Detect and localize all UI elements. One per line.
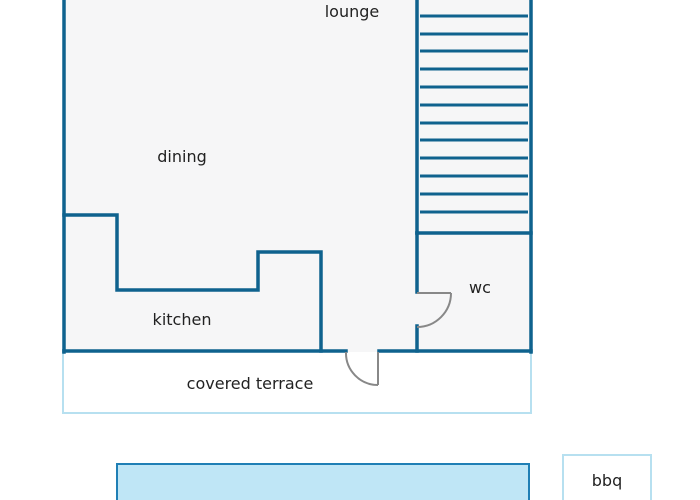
label-dining: dining <box>157 147 206 166</box>
terrace-door[interactable] <box>344 351 379 386</box>
label-lounge: lounge <box>325 2 380 21</box>
label-bbq: bbq <box>592 471 622 490</box>
pool <box>116 463 530 500</box>
label-kitchen: kitchen <box>153 310 212 329</box>
kitchen-counter <box>62 213 323 353</box>
covered-terrace-area <box>62 349 532 414</box>
wc-door[interactable] <box>416 292 452 328</box>
walls <box>62 0 533 354</box>
staircase <box>420 14 528 214</box>
label-covered-terrace: covered terrace <box>187 374 314 393</box>
label-wc: wc <box>469 278 491 297</box>
bbq-area <box>562 454 652 500</box>
